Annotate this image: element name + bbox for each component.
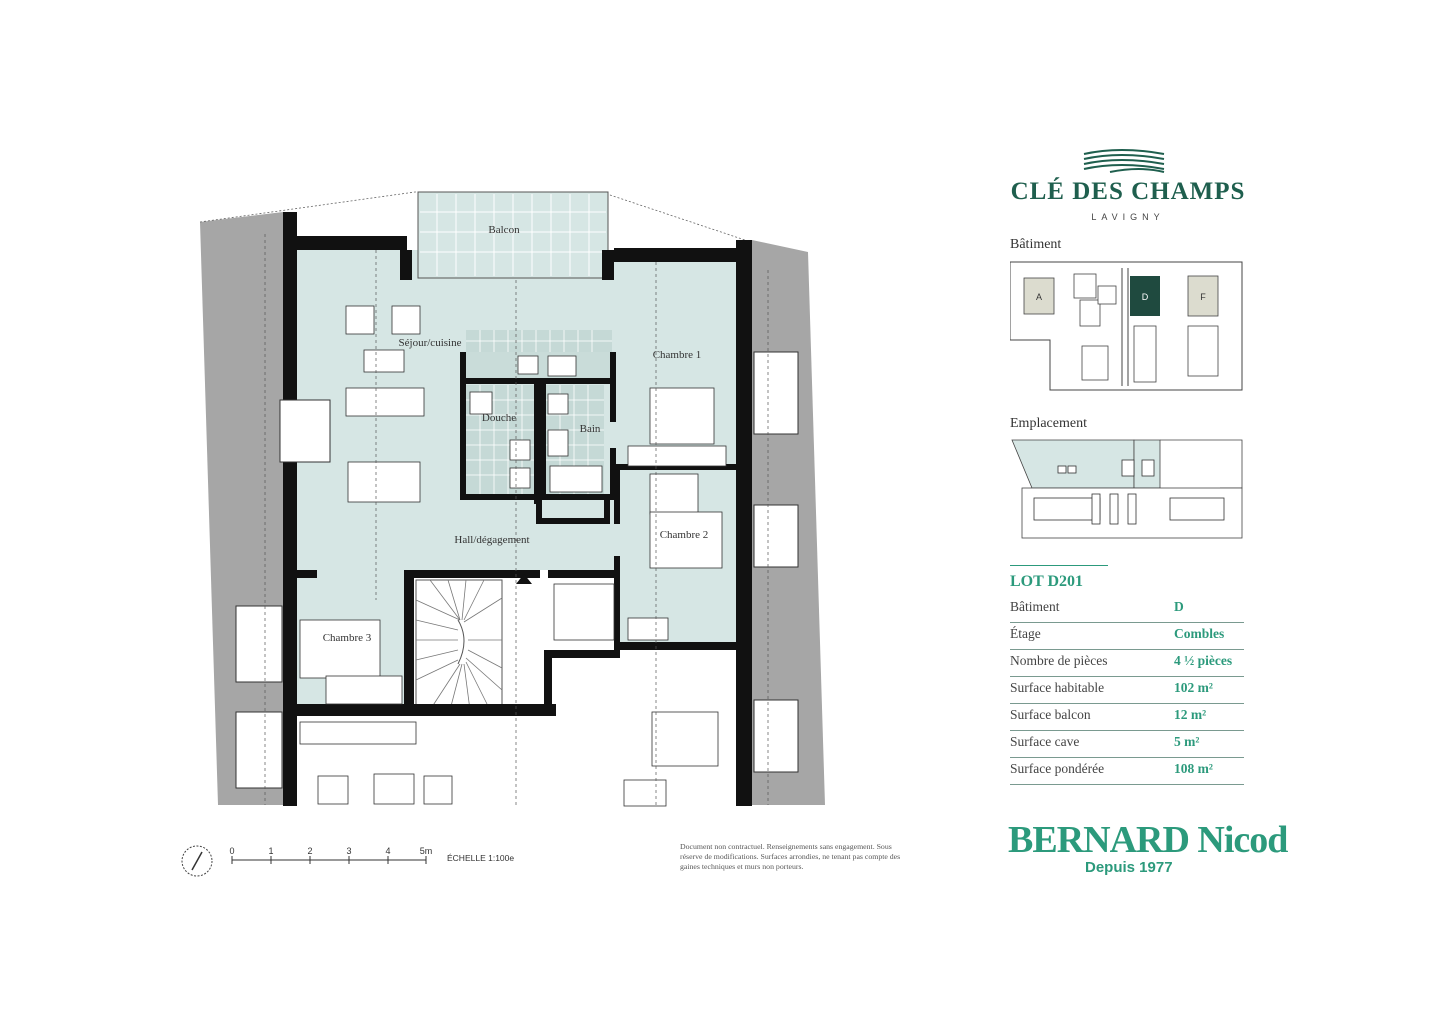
spec-value: 4 ½ pièces — [1174, 653, 1233, 668]
entrance-arrow — [516, 574, 532, 584]
spec-row-surface-cave: Surface cave 5 m² — [1010, 730, 1244, 758]
block-d: D — [1142, 292, 1149, 302]
spec-value: 102 m² — [1174, 680, 1213, 695]
dimension-lines — [264, 234, 769, 805]
company-logo: BERNARD Nicod — [1008, 819, 1288, 861]
spec-row-batiment: Bâtiment D — [1010, 595, 1244, 623]
spec-label: Bâtiment — [1010, 599, 1060, 614]
scale-label: ÉCHELLE 1:100e — [447, 853, 515, 863]
emplacement-label: Emplacement — [1010, 416, 1087, 431]
lot-title: LOT D201 — [1010, 573, 1084, 590]
spec-label: Nombre de pièces — [1010, 653, 1108, 668]
room-label-chambre-2: Chambre 2 — [660, 529, 709, 541]
roof-outline — [199, 191, 746, 241]
disclaimer: Document non contractuel. Renseignements… — [680, 842, 901, 871]
staircase — [415, 579, 503, 711]
spec-label: Surface habitable — [1010, 680, 1105, 695]
spec-value: Combles — [1174, 626, 1225, 641]
spec-value: 12 m² — [1174, 707, 1207, 722]
windows — [235, 351, 799, 789]
spec-row-surface-ponderee: Surface pondérée 108 m² — [1010, 757, 1244, 785]
walls — [283, 212, 752, 806]
spec-label: Surface cave — [1010, 734, 1080, 749]
company-since: Depuis 1977 — [1085, 859, 1173, 876]
room-label-bain: Bain — [580, 423, 601, 435]
spec-value: D — [1174, 599, 1184, 614]
room-label-douche: Douche — [482, 412, 516, 424]
north-arrow-icon — [181, 845, 213, 877]
site-map: A D F — [1010, 261, 1243, 391]
brand-title: CLÉ DES CHAMPS — [1010, 178, 1246, 205]
spec-row-surface-balcon: Surface balcon 12 m² — [1010, 703, 1244, 731]
room-label-hall: Hall/dégagement — [454, 534, 529, 546]
spec-label: Étage — [1010, 626, 1041, 641]
spec-row-surface-habitable: Surface habitable 102 m² — [1010, 676, 1244, 704]
room-label-balcon: Balcon — [488, 224, 520, 236]
lot-divider — [1010, 565, 1108, 566]
scale-tick-2: 2 — [307, 846, 312, 856]
scale-tick-4: 4 — [385, 846, 390, 856]
room-label-chambre-3: Chambre 3 — [323, 632, 372, 644]
room-label-chambre-1: Chambre 1 — [653, 349, 702, 361]
balcony — [417, 191, 609, 279]
scale-tick-3: 3 — [346, 846, 351, 856]
floor-plan: Balcon Séjour/cuisine Chambre 1 Douche B… — [181, 191, 825, 877]
room-label-sejour: Séjour/cuisine — [399, 337, 462, 349]
spec-row-etage: Étage Combles — [1010, 622, 1244, 650]
block-f: F — [1200, 292, 1206, 302]
elevation-diagram — [1011, 439, 1243, 539]
spec-label: Surface balcon — [1010, 707, 1091, 722]
batiment-label: Bâtiment — [1010, 237, 1062, 252]
spec-label: Surface pondérée — [1010, 761, 1105, 776]
scale-tick-5: 5m — [420, 846, 433, 856]
spec-value: 5 m² — [1174, 734, 1200, 749]
kitchen-tiles — [466, 330, 612, 352]
scale-tick-1: 1 — [268, 846, 273, 856]
block-a: A — [1036, 292, 1042, 302]
spec-row-pieces: Nombre de pièces 4 ½ pièces — [1010, 649, 1244, 677]
spec-value: 108 m² — [1174, 761, 1213, 776]
brand-subtitle: LAVIGNY — [1091, 212, 1165, 222]
brand-logo-icon — [1083, 149, 1165, 173]
scale-bar: 0 1 2 3 4 5m — [229, 846, 432, 864]
scale-tick-0: 0 — [229, 846, 234, 856]
furniture — [299, 305, 727, 807]
